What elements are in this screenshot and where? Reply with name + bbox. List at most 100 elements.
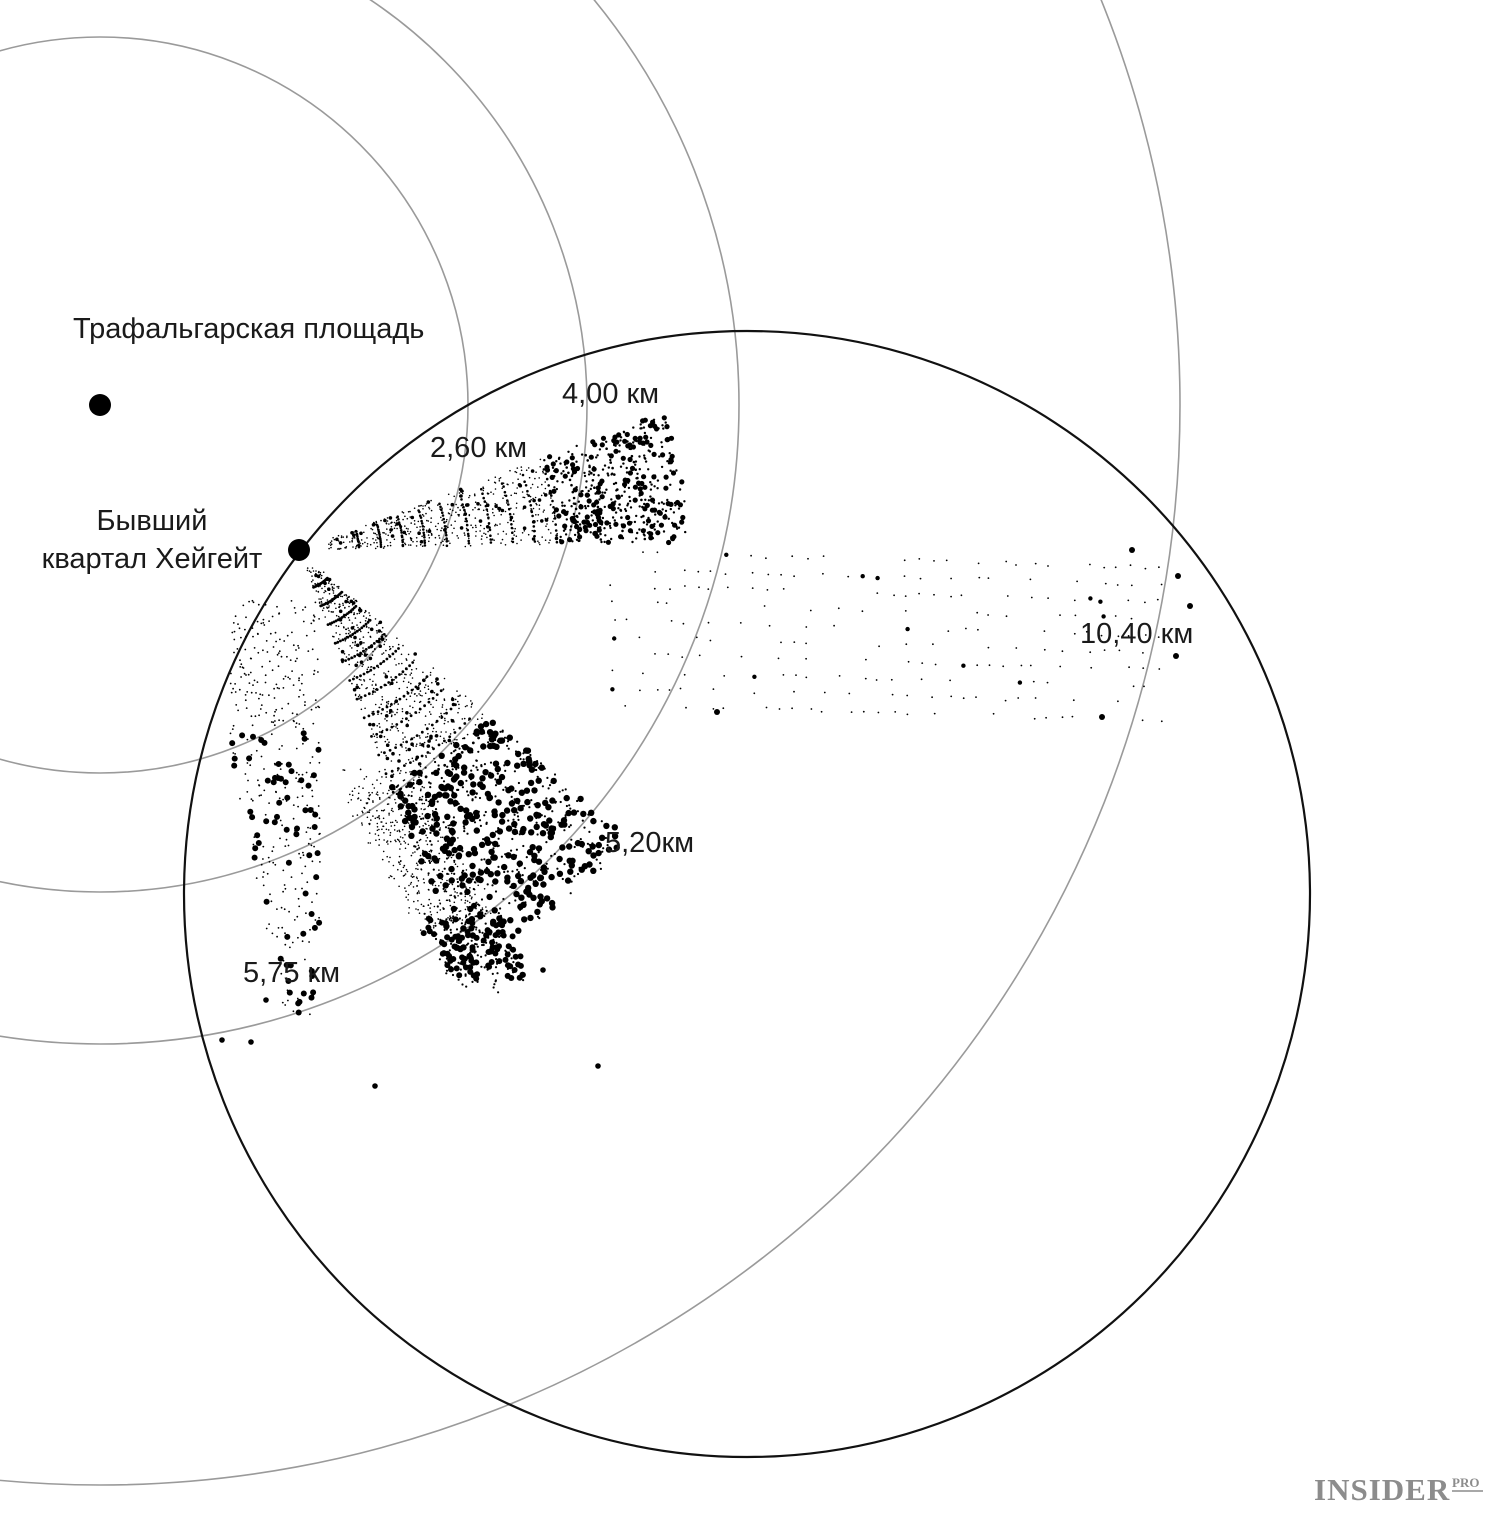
scatter-dot <box>595 485 601 491</box>
scatter-dot <box>551 810 554 813</box>
scatter-dot <box>372 650 374 653</box>
scatter-dot <box>378 620 383 625</box>
scatter-dot <box>355 643 360 648</box>
scatter-dot <box>464 899 467 902</box>
scatter-dot <box>1046 681 1049 684</box>
scatter-dot <box>467 954 474 961</box>
scatter-dot <box>450 742 453 745</box>
scatter-dot <box>337 625 340 628</box>
scatter-dot <box>709 570 712 572</box>
scatter-dot <box>407 681 410 683</box>
scatter-dot <box>409 695 412 697</box>
scatter-dot <box>484 922 487 925</box>
scatter-dot <box>553 510 556 514</box>
scatter-dot <box>357 545 361 549</box>
scatter-dot <box>483 915 486 917</box>
scatter-dot <box>905 643 908 646</box>
scatter-dot <box>403 840 406 843</box>
scatter-dot <box>602 847 605 850</box>
scatter-dot <box>504 769 507 773</box>
scatter-dot <box>1118 649 1121 652</box>
scatter-dot <box>312 579 314 581</box>
scatter-dot <box>458 747 461 750</box>
scatter-dot <box>450 872 453 875</box>
scatter-dot <box>433 815 440 822</box>
scatter-dot <box>268 694 270 697</box>
scatter-dot <box>556 480 559 483</box>
scatter-dot <box>445 520 448 523</box>
scatter-dot <box>441 527 443 529</box>
scatter-dot <box>508 902 511 905</box>
scatter-dot <box>490 854 497 861</box>
scatter-dot <box>443 712 446 715</box>
scatter-dot <box>374 648 376 650</box>
scatter-dot <box>326 599 329 601</box>
scatter-dot <box>1005 560 1008 563</box>
scatter-dot <box>399 529 403 532</box>
scatter-dot <box>455 941 458 944</box>
scatter-dot <box>419 516 423 519</box>
scatter-dot <box>425 512 427 515</box>
scatter-dot <box>473 962 476 965</box>
scatter-dot <box>629 465 636 471</box>
scatter-dot <box>433 757 435 760</box>
scatter-dot <box>537 893 544 900</box>
scatter-dot <box>351 601 356 605</box>
scatter-dot <box>495 830 498 833</box>
distance-label-2-60: 2,60 км <box>430 432 527 464</box>
scatter-dot <box>386 841 388 843</box>
scatter-dot <box>405 771 407 774</box>
scatter-dot <box>506 740 510 743</box>
scatter-dot <box>281 824 283 827</box>
scatter-dot <box>539 762 543 765</box>
scatter-dot <box>452 816 455 819</box>
scatter-dot <box>550 503 552 506</box>
scatter-dot <box>362 624 366 628</box>
scatter-dot <box>431 818 434 821</box>
scatter-dot <box>358 698 361 700</box>
scatter-dot <box>461 983 464 986</box>
scatter-dot <box>480 940 483 944</box>
scatter-dot <box>654 653 656 655</box>
scatter-dot <box>362 672 366 676</box>
scatter-dot <box>533 823 540 831</box>
scatter-dot <box>482 943 485 947</box>
scatter-dot <box>414 845 417 848</box>
scatter-dot <box>429 911 432 913</box>
scatter-dot <box>443 890 446 893</box>
scatter-dot <box>393 703 396 705</box>
scatter-dot <box>284 1004 287 1006</box>
scatter-dot <box>368 794 371 797</box>
scatter-dot <box>425 736 427 738</box>
scatter-dot <box>1173 653 1179 659</box>
scatter-dot <box>763 605 766 607</box>
scatter-dot <box>591 466 597 472</box>
scatter-dot <box>386 803 389 805</box>
scatter-dot <box>354 663 359 668</box>
scatter-dot <box>382 660 386 663</box>
scatter-dot <box>569 892 572 895</box>
scatter-dot <box>333 538 336 541</box>
scatter-dot <box>565 466 568 469</box>
scatter-dot <box>422 528 425 531</box>
scatter-dot <box>611 466 614 470</box>
scatter-dot <box>670 470 677 476</box>
scatter-dot <box>389 840 392 843</box>
scatter-dot <box>603 464 607 467</box>
scatter-dot <box>359 611 362 613</box>
scatter-dot <box>549 797 556 804</box>
scatter-dot <box>877 711 880 714</box>
scatter-dot <box>620 455 626 461</box>
scatter-dot <box>767 573 770 576</box>
scatter-dot <box>385 743 390 747</box>
scatter-dot <box>401 717 404 720</box>
scatter-dot <box>378 722 381 725</box>
scatter-dot <box>650 483 653 486</box>
scatter-dot <box>529 504 533 507</box>
scatter-dot <box>388 814 390 816</box>
scatter-dot <box>590 471 593 475</box>
scatter-dot <box>752 674 757 679</box>
scatter-dot <box>254 715 257 718</box>
scatter-dot <box>532 498 536 503</box>
scatter-dot <box>405 890 407 892</box>
